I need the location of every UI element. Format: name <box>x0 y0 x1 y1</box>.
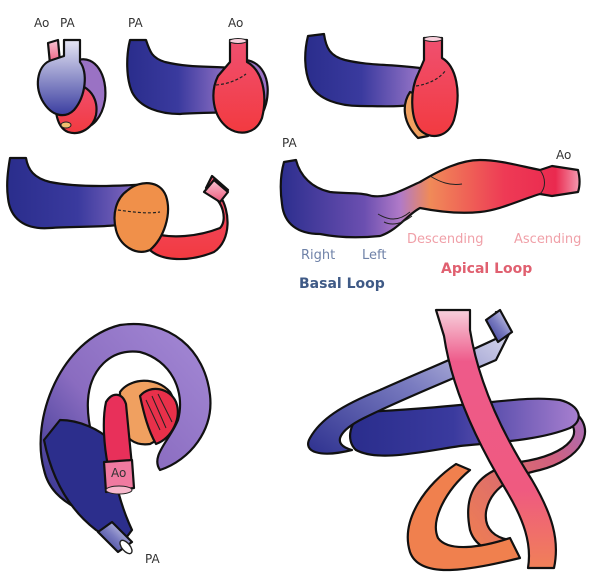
aorta-opening <box>229 38 247 44</box>
label-right: Right <box>301 248 335 263</box>
red-apical-shape <box>411 36 459 138</box>
red-apical-shape <box>146 174 230 261</box>
apical-tube <box>434 308 558 570</box>
label-ao: Ao <box>556 148 571 162</box>
label-pa: PA <box>282 136 297 150</box>
label-left: Left <box>362 248 386 263</box>
label-ao: Ao <box>228 16 243 30</box>
aorta-opening <box>105 485 133 495</box>
label-ascending: Ascending <box>514 232 581 247</box>
label-apical-loop: Apical Loop <box>441 261 532 277</box>
middle-basal-band <box>348 397 580 457</box>
panel-schematic-loop <box>307 308 586 572</box>
red-apical-shape <box>212 38 266 134</box>
panel-stage-3 <box>304 32 459 140</box>
pa-end <box>484 308 514 344</box>
panel-stage-2: PA Ao <box>126 16 269 134</box>
upper-basal-band <box>307 310 512 455</box>
label-pa: PA <box>60 16 75 30</box>
apex-opening <box>60 121 72 129</box>
blue-basal-shape <box>36 38 86 117</box>
panel-helical-view: Ao PA <box>39 322 212 566</box>
pa-opening <box>119 539 133 555</box>
red-ascending-core <box>138 387 179 446</box>
aorta-opening <box>423 36 443 42</box>
label-pa: PA <box>145 552 160 566</box>
label-basal-loop: Basal Loop <box>299 276 385 292</box>
aorta-tube <box>102 458 136 494</box>
label-descending: Descending <box>407 232 484 247</box>
panel-stage-1: Ao PA <box>34 16 107 135</box>
panel-unfolded-band: PA Ao Right Left Descending Ascending Ap… <box>279 136 581 292</box>
label-ao: Ao <box>34 16 49 30</box>
label-pa: PA <box>128 16 143 30</box>
orange-descending-shape <box>113 182 170 253</box>
aorta-stub <box>202 178 230 204</box>
label-ao: Ao <box>111 466 126 480</box>
lower-left-curve <box>406 462 522 572</box>
helical-band-shape <box>279 158 581 239</box>
panel-stage-4 <box>6 156 230 261</box>
